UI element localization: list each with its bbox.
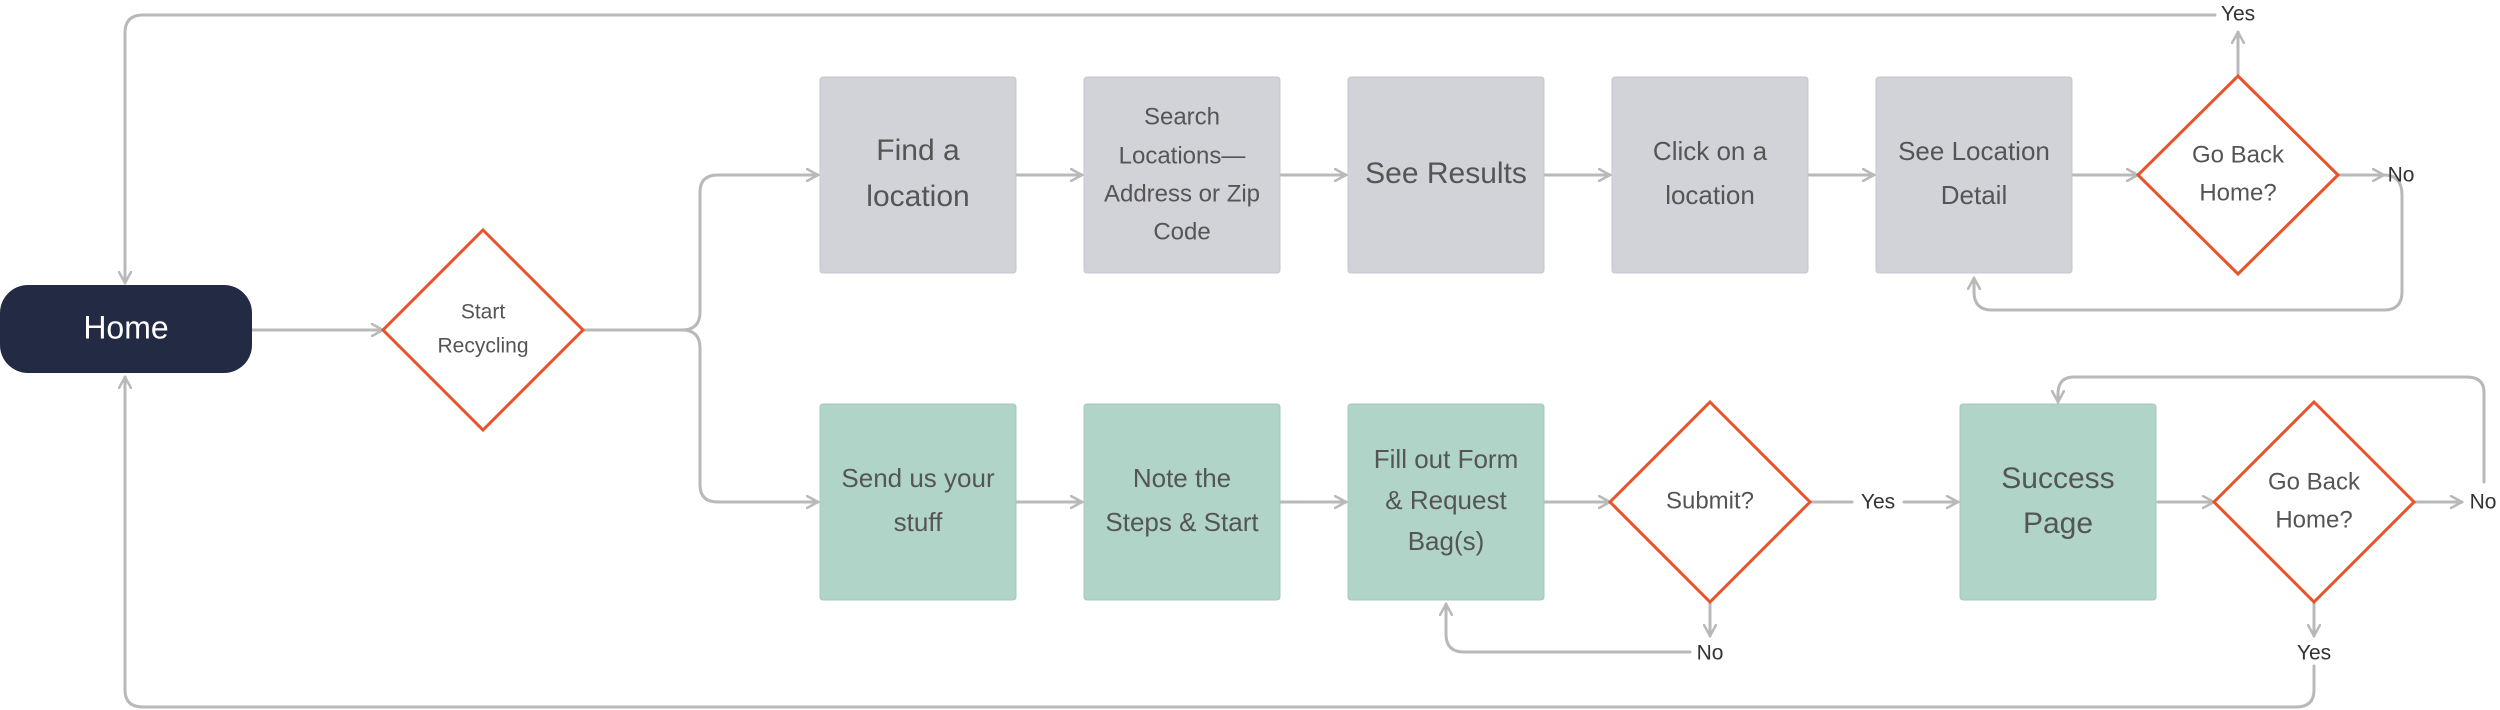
connectors [125,13,2486,709]
step-note-steps-line-2: Steps & Start [1105,507,1259,537]
step-success-line-1: Success [2001,462,2114,495]
step-note-steps: Note the Steps & Start [1083,403,1281,601]
decision-start-recycling-line-1: Start [461,301,506,324]
decision-top-line-1: Go Back [2192,141,2285,168]
conn-yes-loop-to-home-bottom [125,375,2316,709]
label-bottom-no: No [2470,491,2497,514]
decision-start-recycling-line-2: Recycling [437,335,528,358]
label-top-no: No [2388,164,2415,187]
conn-branch-to-send [680,328,820,502]
step-find-location-line-1: Find a [876,134,960,167]
step-send-stuff-line-1: Send us your [841,463,995,493]
step-fill-form: Fill out Form & Request Bag(s) [1347,403,1545,601]
decision-bottom-line-2: Home? [2275,506,2352,533]
conn-yes-loop-to-home [125,13,2217,285]
step-success-line-2: Page [2023,507,2093,540]
step-click-location-line-1: Click on a [1653,136,1768,166]
node-home: Home [0,285,252,373]
label-submit-yes: Yes [1861,491,1895,514]
step-search-line-3: Address or Zip [1104,180,1260,207]
step-click-location: Click on a location [1611,76,1809,274]
decision-submit: Submit? [1607,399,1813,605]
conn-no-loop-to-success [2058,375,2486,484]
label-top-yes: Yes [2221,3,2255,26]
label-submit-no: No [1697,642,1724,665]
step-find-location: Find a location [819,76,1017,274]
conn-no-loop-to-fill [1446,602,1692,654]
step-fill-form-line-2: & Request [1385,485,1507,515]
decision-bottom-line-1: Go Back [2268,468,2361,495]
step-success-page: Success Page [1959,403,2157,601]
label-bottom-yes: Yes [2297,642,2331,665]
step-location-detail-line-2: Detail [1941,180,2007,210]
conn-branch-to-find [680,175,820,332]
step-send-stuff-line-2: stuff [894,507,943,537]
step-search-line-2: Locations— [1119,142,1246,169]
edge-labels: Yes No Yes No No Yes [1697,3,2497,665]
step-see-results: See Results [1347,76,1545,274]
decision-start-recycling: Start Recycling [380,227,586,433]
step-search-line-1: Search [1144,103,1220,130]
step-see-location-detail: See Location Detail [1875,76,2073,274]
conn-no-loop-to-detail [1974,173,2404,312]
decision-submit-label: Submit? [1666,487,1754,514]
step-location-detail-line-1: See Location [1898,136,2050,166]
node-home-label: Home [83,309,168,345]
decision-go-back-home-top: Go Back Home? [2135,73,2341,277]
step-note-steps-line-1: Note the [1133,463,1231,493]
step-send-stuff: Send us your stuff [819,403,1017,601]
step-see-results-label: See Results [1365,157,1527,190]
decision-go-back-home-bottom: Go Back Home? [2211,399,2417,605]
decision-top-line-2: Home? [2199,179,2276,206]
step-search-locations: Search Locations— Address or Zip Code [1083,76,1281,274]
step-search-line-4: Code [1153,218,1210,245]
step-click-location-line-2: location [1665,180,1755,210]
step-fill-form-line-3: Bag(s) [1408,526,1485,556]
step-fill-form-line-1: Fill out Form [1374,444,1518,474]
step-find-location-line-2: location [866,180,969,213]
